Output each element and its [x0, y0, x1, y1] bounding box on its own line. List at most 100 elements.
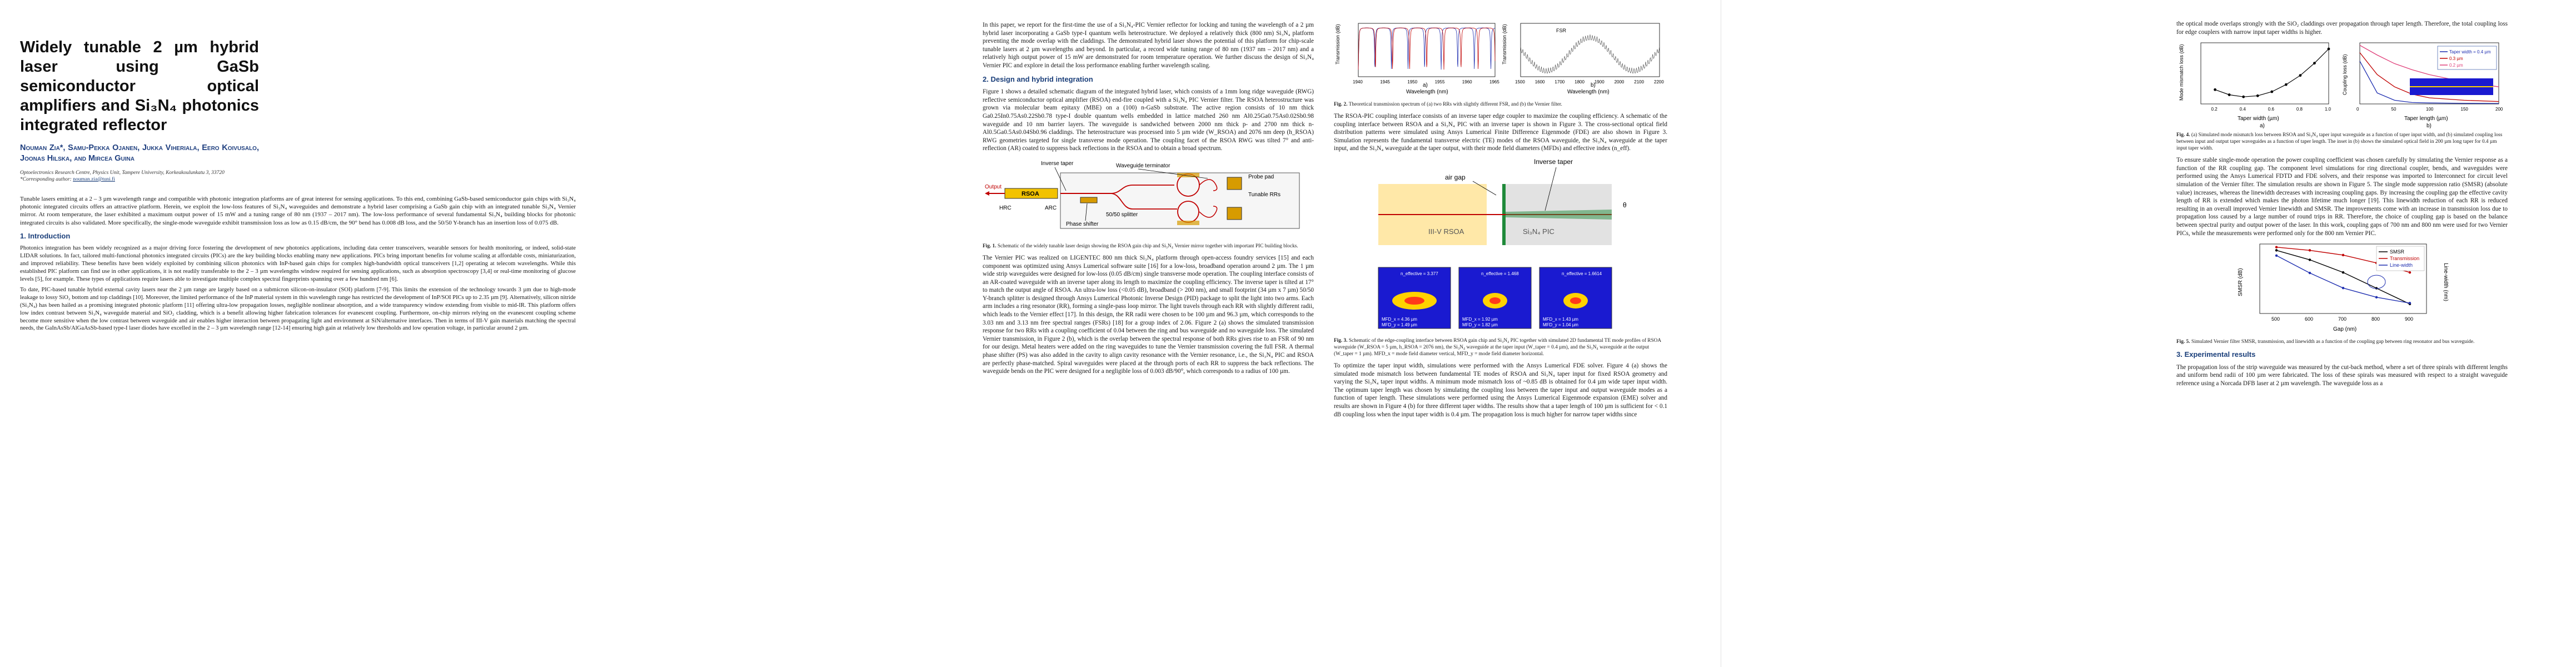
- fig5-xlabel: Gap (nm): [2333, 326, 2356, 332]
- fig2a-series-2: [1358, 27, 1496, 70]
- hrc-label: HRC: [999, 205, 1012, 211]
- output-label: Output: [985, 184, 1001, 190]
- fig4-caption-text: (a) Simulated mode mismatch loss between…: [2176, 132, 2503, 152]
- probe-pad-label: Probe pad: [1248, 174, 1274, 180]
- fig4b-label: b): [2426, 123, 2431, 128]
- fig3-mfdx-label-3: MFD_x = 1.43 µm: [1543, 317, 1578, 322]
- rsoa-label: RSOA: [1022, 191, 1039, 197]
- fig5-legend-label: Line-width: [2390, 262, 2413, 268]
- figure-5-caption: Fig. 5. Simulated Vernier filter SMSR, t…: [2176, 339, 2508, 345]
- fig2b-xtick: 2200: [1654, 79, 1664, 84]
- theta-label: θ: [1623, 201, 1627, 209]
- fig5-point: [2341, 287, 2345, 290]
- fig5-point: [2341, 271, 2345, 274]
- fig2a-xtick: 1950: [1407, 79, 1417, 84]
- page2-column-2: Transmission (dB) Wavelength (nm) a) 194…: [1334, 20, 1667, 422]
- fig3-mfdx-label-1: MFD_x = 4.36 µm: [1382, 317, 1417, 322]
- fig5-point: [2408, 302, 2411, 305]
- corresponding-email: *Corresponding author: nouman.zia@tuni.f…: [20, 176, 576, 183]
- paper-title: Widely tunable 2 µm hybrid laser using G…: [20, 38, 259, 134]
- fig5-xtick: 900: [2405, 316, 2413, 322]
- fig4a-point: [2299, 74, 2302, 77]
- page3-column-1: the optical mode overlaps strongly with …: [2176, 20, 2508, 391]
- page1-column: Widely tunable 2 µm hybrid laser using G…: [20, 38, 576, 336]
- fig2a-ylabel: Transmission (dB): [1335, 24, 1341, 64]
- figure-4-caption: Fig. 4. (a) Simulated mode mismatch loss…: [2176, 132, 2508, 152]
- fig4a-point: [2313, 62, 2316, 65]
- fig4a-label: a): [2260, 123, 2265, 128]
- fig5-legend-label: Transmission: [2390, 256, 2419, 261]
- fig3-neff-label-3: n_effective = 1.6614: [1562, 271, 1602, 276]
- rsoa-region-label: III-V RSOA: [1428, 227, 1464, 236]
- figure-1-laser-schematic: RSOA Output HRC ARC Phase shifter 50/50 …: [983, 156, 1314, 240]
- fig4a-point: [2214, 88, 2216, 91]
- fig2b-fsr-label: FSR: [1556, 28, 1567, 33]
- fig4b-legend-label: Taper width = 0.4 µm: [2449, 49, 2491, 54]
- fig5-xtick: 500: [2271, 316, 2280, 322]
- email-link[interactable]: nouman.zia@tuni.fi: [73, 177, 115, 182]
- fig5-caption-text: Simulated Vernier filter SMSR, transmiss…: [2191, 339, 2475, 345]
- section-3-heading: 3. Experimental results: [2176, 350, 2256, 359]
- fig2a-comb-lines: [1358, 27, 1496, 70]
- email-label: *Corresponding author:: [20, 177, 72, 182]
- fig5-ylabel-right: Line-width (nm): [2443, 263, 2449, 301]
- fig4b-xtick: 150: [2461, 107, 2469, 112]
- fig5-legend-label: SMSR: [2390, 249, 2405, 255]
- abstract: Tunable lasers emitting at a 2 – 3 µm wa…: [20, 196, 576, 226]
- fig5-point: [2408, 271, 2411, 274]
- inverse-taper-label: Inverse taper: [1041, 161, 1074, 167]
- fig4b-xtick: 50: [2391, 107, 2396, 112]
- fig2a-xlabel: Wavelength (nm): [1406, 89, 1448, 95]
- fig4a-points: [2214, 47, 2330, 98]
- fig4a-xtick: 0.4: [2240, 107, 2246, 112]
- fig2b-xlabel: Wavelength (nm): [1567, 89, 1610, 95]
- fig5-point: [2375, 296, 2378, 299]
- page2-column-1: In this paper, we report for the first-t…: [983, 21, 1314, 379]
- fig2a-xtick: 1940: [1353, 79, 1363, 84]
- fig2a-label: a): [1423, 82, 1428, 88]
- fig4b-plot: Taper width = 0.4 µm0.3 µm0.2 µm Couplin…: [2342, 42, 2503, 128]
- p2-col2-paragraph-2: To optimize the taper input width, simul…: [1334, 362, 1667, 418]
- fig5-point: [2275, 246, 2278, 249]
- p2-paragraph-1: In this paper, we report for the first-t…: [983, 22, 1314, 69]
- fig4b-xtick: 200: [2495, 107, 2503, 112]
- air-gap-label: air gap: [1445, 173, 1466, 181]
- fig4b-ylabel: Coupling loss (dB): [2342, 54, 2348, 96]
- fig4a-point: [2327, 47, 2330, 51]
- fig3-mode-core-3: [1570, 297, 1581, 304]
- fig2a-xtick: 1955: [1435, 79, 1445, 84]
- fig2b-xtick: 1600: [1535, 79, 1545, 84]
- fig4a-point: [2256, 94, 2259, 97]
- fig1-caption-text: Schematic of the widely tunable laser de…: [997, 243, 1298, 249]
- probe-pad-2: [1227, 207, 1242, 220]
- fig4a-point: [2284, 83, 2288, 86]
- arc-label: ARC: [1045, 205, 1057, 211]
- fig3-mfdx-label-2: MFD_x = 1.92 µm: [1462, 317, 1498, 322]
- fig5-point: [2375, 287, 2378, 290]
- fig5-point: [2341, 253, 2345, 257]
- section-1-heading: 1. Introduction: [20, 231, 71, 240]
- intro-paragraph-1: Photonics integration has been widely re…: [20, 245, 576, 282]
- tunable-rrs-label: Tunable RRs: [1248, 192, 1280, 198]
- fig5-point: [2275, 249, 2278, 252]
- figure-4-taper-simulations: Mode mismatch loss (dB) Taper width (µm)…: [2179, 42, 2503, 128]
- fig2a-xtick: 1960: [1462, 79, 1472, 84]
- figure-2-vernier-transmission: Transmission (dB) Wavelength (nm) a) 194…: [1335, 23, 1664, 95]
- fig2b-xtick: 1800: [1575, 79, 1585, 84]
- fig3-mfdy-label-3: MFD_y = 1.04 µm: [1543, 322, 1578, 327]
- fig2b-xtick: 1700: [1554, 79, 1564, 84]
- phase-shifter-heater: [1080, 197, 1098, 203]
- fig4a-point: [2228, 93, 2231, 97]
- fig2a-plot: Transmission (dB) Wavelength (nm) a) 194…: [1335, 23, 1499, 95]
- fig2b-vernier-series: [1520, 34, 1660, 74]
- phase-shifter-label: Phase shifter: [1066, 221, 1099, 227]
- figure-2-caption: Fig. 2. Theoretical transmission spectru…: [1334, 101, 1667, 108]
- page-1: Widely tunable 2 µm hybrid laser using G…: [0, 0, 860, 667]
